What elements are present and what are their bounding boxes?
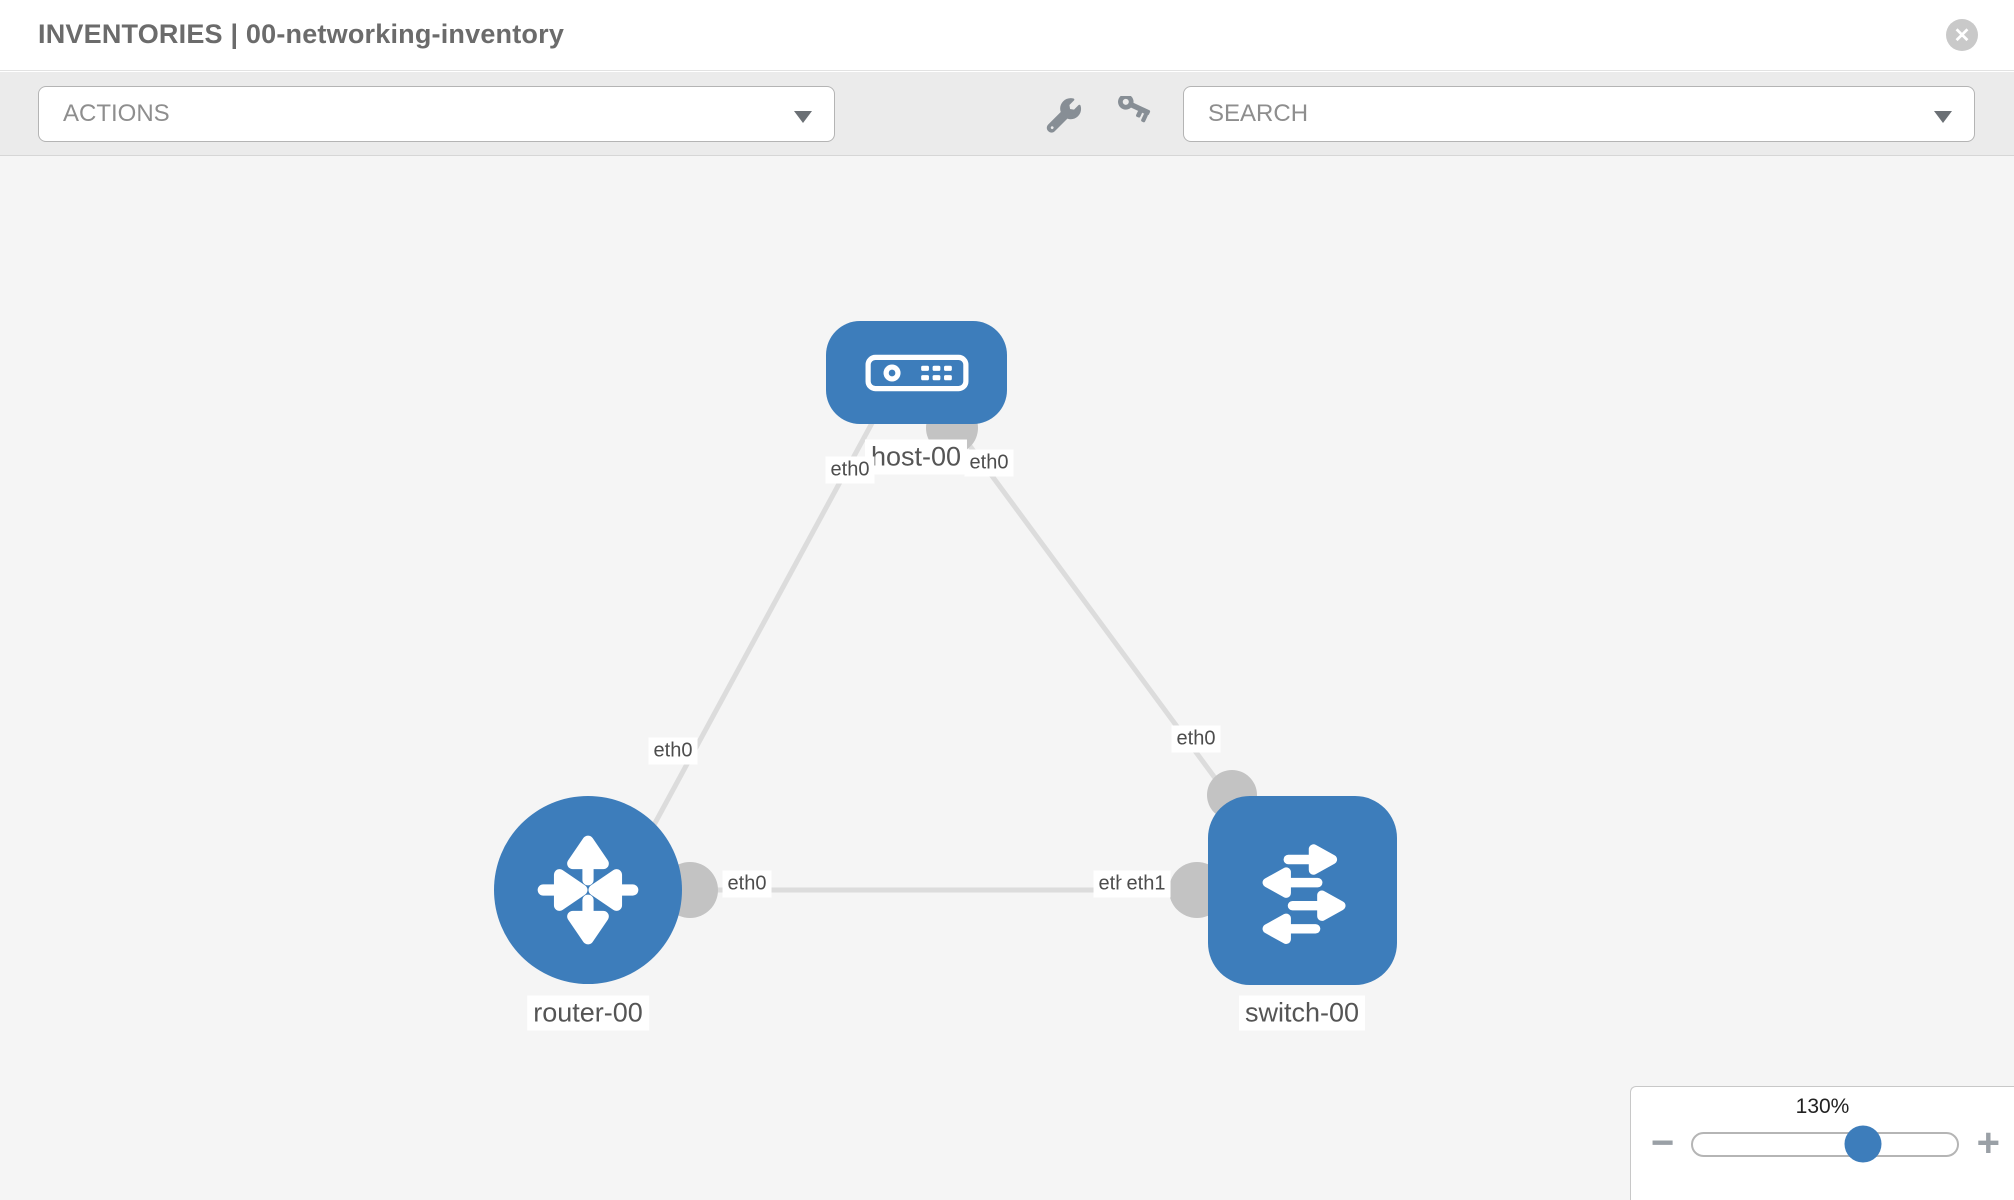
node-host-00[interactable]	[826, 321, 1007, 424]
search-input[interactable]	[1208, 100, 1950, 128]
iface-label-switch-end-eth1: eth1	[1121, 870, 1171, 898]
key-icon[interactable]	[1114, 96, 1152, 134]
iface-label-host-left: eth0	[825, 456, 875, 484]
iface-label-router-end: eth0	[722, 870, 772, 898]
close-button[interactable]: ✕	[1946, 19, 1978, 51]
node-label-switch: switch-00	[1238, 995, 1366, 1031]
wrench-icon[interactable]	[1046, 96, 1084, 134]
actions-dropdown-label: ACTIONS	[63, 100, 170, 127]
node-router-00[interactable]	[494, 796, 682, 984]
search-combobox[interactable]	[1183, 86, 1975, 142]
header-bar: INVENTORIES | 00-networking-inventory ✕	[0, 0, 2014, 71]
topology-canvas[interactable]: host-00 router-00 switch-00 eth0 eth0 et…	[0, 156, 2014, 1200]
chevron-down-icon	[794, 111, 812, 123]
switch-icon	[1262, 843, 1346, 944]
zoom-out-button[interactable]: −	[1651, 1121, 1675, 1165]
node-switch-00[interactable]	[1208, 796, 1397, 985]
iface-label-host-router-link: eth0	[648, 737, 698, 765]
zoom-slider-track[interactable]	[1691, 1132, 1959, 1157]
zoom-slider-thumb[interactable]	[1844, 1125, 1882, 1163]
zoom-percentage: 130%	[1795, 1095, 1850, 1118]
zoom-control-panel: 130% − +	[1630, 1086, 2014, 1200]
node-label-host: host-00	[864, 439, 968, 475]
chevron-down-icon	[1934, 111, 1952, 123]
host-icon	[865, 354, 968, 391]
links-layer	[645, 402, 1257, 918]
close-icon: ✕	[1953, 24, 1971, 47]
iface-label-host-switch-link: eth0	[1171, 725, 1221, 753]
page-title: INVENTORIES | 00-networking-inventory	[38, 19, 565, 49]
actions-dropdown[interactable]: ACTIONS	[38, 86, 835, 142]
iface-label-host-right: eth0	[964, 449, 1014, 477]
toolbar: ACTIONS	[0, 72, 2014, 156]
node-label-router: router-00	[527, 995, 649, 1031]
router-icon	[537, 835, 639, 945]
zoom-in-button[interactable]: +	[1976, 1121, 2000, 1165]
